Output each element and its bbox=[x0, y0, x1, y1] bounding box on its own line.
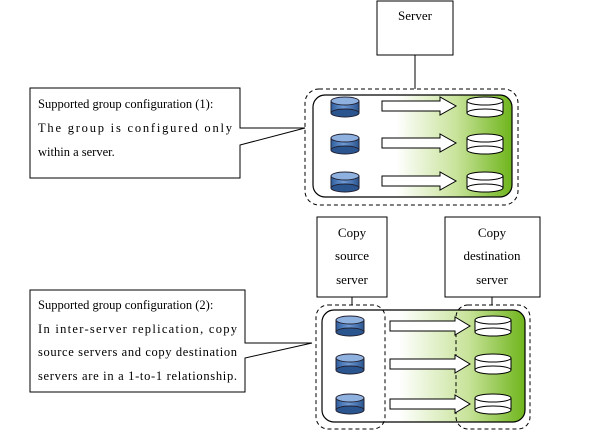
source-server-boundary-dashed bbox=[315, 304, 386, 430]
copy-pair-row bbox=[330, 171, 504, 193]
destination-server-label: destination bbox=[463, 248, 521, 263]
copy-arrow-icon bbox=[381, 133, 458, 153]
callout-2-line: In inter-server replication, copy bbox=[38, 322, 238, 336]
source-disk-icon bbox=[330, 133, 360, 155]
copy-arrow-icon bbox=[381, 171, 458, 191]
source-server-label: source bbox=[335, 248, 369, 263]
server-box bbox=[376, 0, 454, 56]
copy-arrow-icon bbox=[389, 394, 471, 414]
server-boundary-dashed bbox=[304, 88, 519, 206]
copy-pair-row bbox=[330, 133, 504, 155]
destination-server-box bbox=[444, 216, 541, 298]
source-server-label: server bbox=[336, 272, 368, 287]
callout-2-box bbox=[29, 289, 313, 393]
destination-disk-icon bbox=[474, 393, 512, 415]
copy-pair-row bbox=[335, 353, 512, 375]
source-disk-icon bbox=[335, 393, 365, 415]
callout-1-line: The group is configured only bbox=[38, 121, 233, 135]
source-server-box bbox=[316, 216, 388, 298]
destination-disk-icon bbox=[466, 96, 504, 118]
copy-pair-row bbox=[335, 315, 512, 337]
destination-disk-icon bbox=[466, 133, 504, 155]
copy-arrow-icon bbox=[389, 354, 471, 374]
callout-1-line: within a server. bbox=[38, 145, 115, 159]
destination-server-boundary-dashed bbox=[455, 304, 531, 430]
source-disk-icon bbox=[330, 171, 360, 193]
source-disk-icon bbox=[335, 315, 365, 337]
server-label: Server bbox=[398, 8, 433, 23]
section1-group: Server bbox=[29, 0, 519, 206]
copy-arrow-icon bbox=[381, 96, 458, 116]
source-server-label: Copy bbox=[338, 225, 367, 240]
section2-group: Copy source server Copy destination serv… bbox=[29, 216, 541, 430]
destination-server-label: server bbox=[476, 272, 508, 287]
callout-2-line: Supported group configuration (2): bbox=[38, 298, 213, 312]
callout-1-line: Supported group configuration (1): bbox=[38, 97, 213, 111]
destination-disk-icon bbox=[474, 353, 512, 375]
source-disk-icon bbox=[335, 353, 365, 375]
source-disk-icon bbox=[330, 96, 360, 118]
copy-pair-row bbox=[330, 96, 504, 118]
callout-2-line: source servers and copy destination bbox=[38, 345, 238, 359]
copy-arrow-icon bbox=[389, 316, 471, 336]
copy-pair-row bbox=[335, 393, 512, 415]
destination-disk-icon bbox=[466, 171, 504, 193]
callout-1-box bbox=[29, 87, 306, 179]
destination-disk-icon bbox=[474, 315, 512, 337]
callout-2-line: servers are in a 1-to-1 relationship. bbox=[38, 369, 237, 383]
destination-server-label: Copy bbox=[478, 225, 507, 240]
